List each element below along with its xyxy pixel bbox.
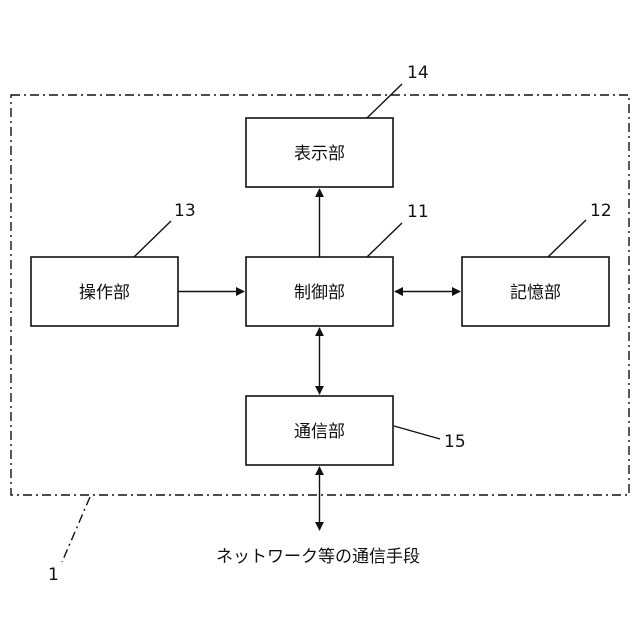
network-label: ネットワーク等の通信手段 — [216, 547, 420, 567]
device-ref-number: 1 — [48, 565, 59, 585]
operation-block-label: 操作部 — [79, 283, 130, 303]
operation-leader-line — [134, 221, 171, 257]
control-ref-number: 11 — [407, 202, 429, 222]
communication-ref-number: 15 — [444, 432, 466, 452]
control-block-label: 制御部 — [294, 283, 345, 303]
display-leader-line — [367, 84, 402, 118]
display-ref-number: 14 — [407, 63, 429, 83]
communication-block-label: 通信部 — [294, 422, 345, 442]
operation-ref-number: 13 — [174, 201, 196, 221]
display-block-label: 表示部 — [294, 144, 345, 164]
storage-leader-line — [548, 220, 586, 257]
communication-leader-line — [394, 426, 440, 439]
device-leader-line — [62, 497, 90, 562]
storage-ref-number: 12 — [590, 201, 612, 221]
storage-block-label: 記憶部 — [510, 283, 561, 303]
control-leader-line — [367, 223, 402, 257]
